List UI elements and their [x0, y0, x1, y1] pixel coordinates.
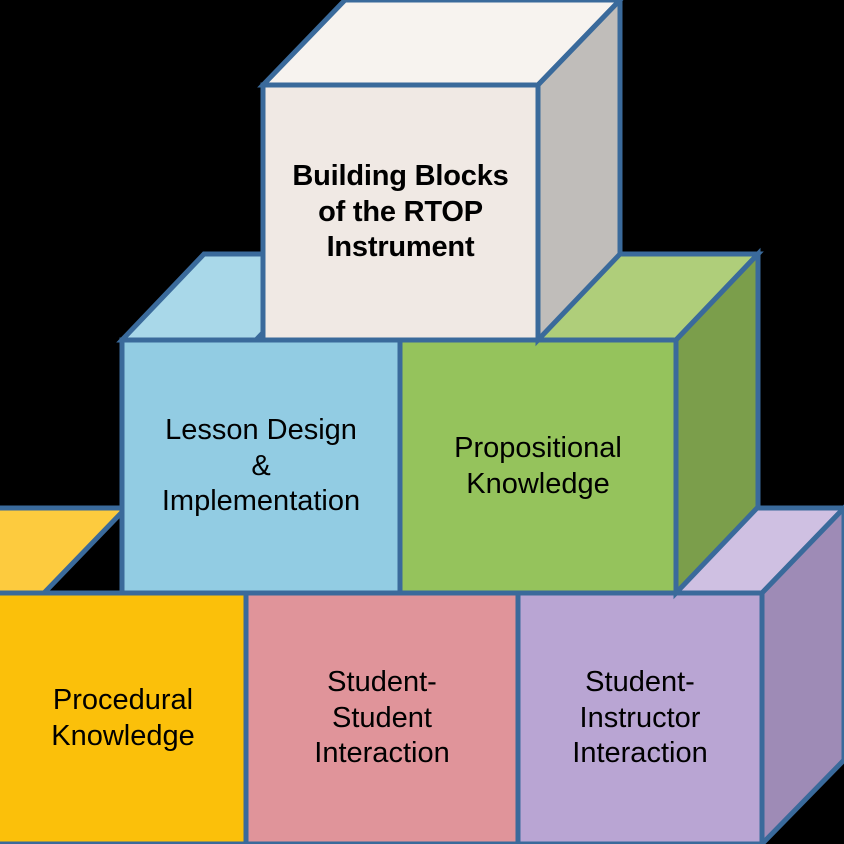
- title-cube-front-face: [260, 82, 541, 343]
- student-student-front-face: [243, 590, 521, 844]
- procedural-knowledge-front-face: [0, 590, 249, 844]
- lesson-design-implementation-cube[interactable]: [116, 251, 403, 596]
- propositional-knowledge-front-face: [397, 337, 679, 596]
- procedural-knowledge-top-face: [0, 505, 132, 596]
- student-student-interaction-cube[interactable]: [243, 590, 521, 844]
- lesson-design-front-face: [119, 337, 403, 596]
- building-blocks-title-cube[interactable]: [257, 0, 624, 347]
- student-instructor-front-face: [515, 590, 765, 844]
